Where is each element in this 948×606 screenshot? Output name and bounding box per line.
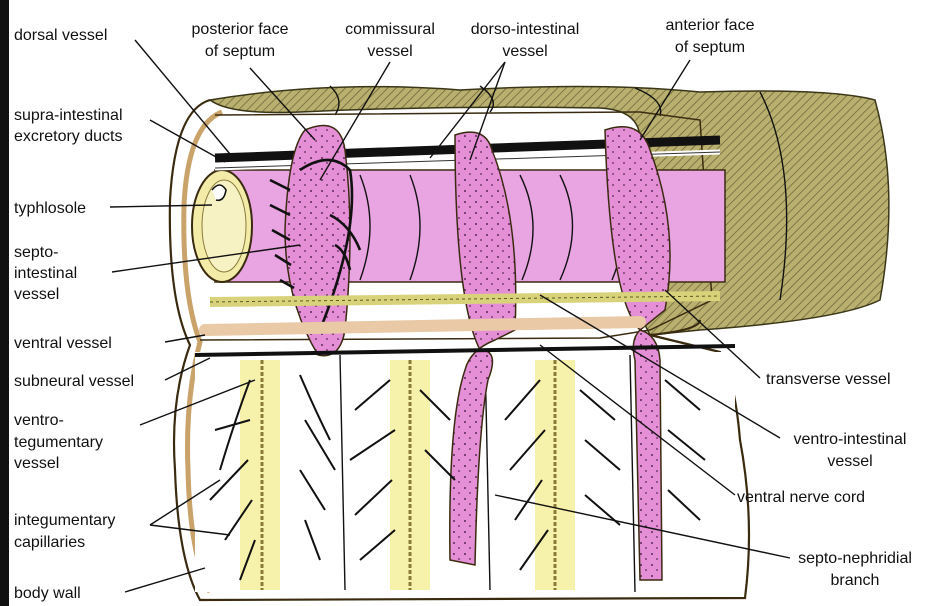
label-body-wall: body wall <box>14 585 81 602</box>
labels-right: transverse vessel ventro-intestinal vess… <box>737 371 912 589</box>
label-commissural-line2: vessel <box>367 43 412 60</box>
label-ventro-tegumentary-line1: ventro- <box>14 412 64 429</box>
label-transverse-vessel: transverse vessel <box>766 371 891 388</box>
label-typhlosole: typhlosole <box>14 200 86 217</box>
labels-left: dorsal vessel supra-intestinal excretory… <box>14 27 134 602</box>
label-anterior-face-line1: anterior face <box>666 17 755 34</box>
label-dorsal-vessel: dorsal vessel <box>14 27 107 44</box>
label-posterior-face-line1: posterior face <box>192 21 289 38</box>
label-anterior-face-line2: of septum <box>675 39 745 56</box>
labels-top: posterior face of septum commissural ves… <box>192 17 755 60</box>
label-supra-intestinal-line1: supra-intestinal <box>14 107 123 124</box>
label-commissural-line1: commissural <box>345 21 435 38</box>
label-dorso-intestinal-line1: dorso-intestinal <box>471 21 580 38</box>
label-septo-intestinal-line3: vessel <box>14 286 59 303</box>
typhlosole-cross-section <box>192 170 252 282</box>
label-subneural-vessel: subneural vessel <box>14 373 134 390</box>
label-septo-intestinal-line1: septo- <box>14 244 58 261</box>
label-ventro-intestinal-line2: vessel <box>827 453 872 470</box>
label-supra-intestinal-line2: excretory ducts <box>14 128 122 145</box>
label-ventral-vessel: ventral vessel <box>14 335 112 352</box>
left-border <box>0 0 9 606</box>
label-septo-nephridial-line2: branch <box>831 572 880 589</box>
label-ventro-tegumentary-line2: tegumentary <box>14 434 103 451</box>
label-ventro-tegumentary-line3: vessel <box>14 455 59 472</box>
label-posterior-face-line2: of septum <box>205 43 275 60</box>
label-integumentary-line1: integumentary <box>14 512 115 529</box>
label-ventro-intestinal-line1: ventro-intestinal <box>794 431 907 448</box>
label-septo-intestinal-line2: intestinal <box>14 265 77 282</box>
label-integumentary-line2: capillaries <box>14 534 85 551</box>
label-dorso-intestinal-line2: vessel <box>502 43 547 60</box>
label-septo-nephridial-line1: septo-nephridial <box>798 550 912 567</box>
label-ventral-nerve-cord: ventral nerve cord <box>737 489 865 506</box>
